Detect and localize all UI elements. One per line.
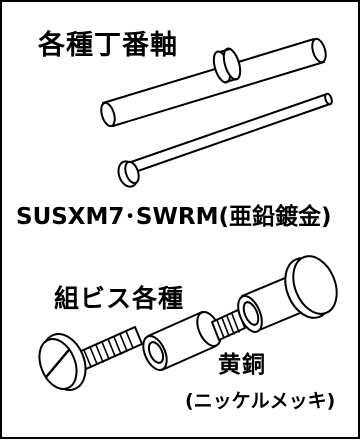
- female-barrel-screw-drawing: [237, 255, 338, 333]
- screw-set-material: 黄銅: [218, 352, 266, 378]
- hinge-pin-title: 各種丁番軸: [38, 30, 178, 61]
- threaded-coupling-sleeve-drawing: [142, 309, 246, 371]
- slotted-threaded-screw-drawing: [38, 326, 143, 391]
- screw-set-finish: (ニッケルメッキ): [185, 390, 336, 412]
- hinge-pin-material: SUSXM7･SWRM(亜鉛鍍金): [16, 204, 332, 230]
- grooved-hinge-pin-drawing: [100, 37, 327, 128]
- long-round-head-pin-drawing: [117, 92, 333, 188]
- screw-set-title: 組ビス各種: [54, 284, 185, 313]
